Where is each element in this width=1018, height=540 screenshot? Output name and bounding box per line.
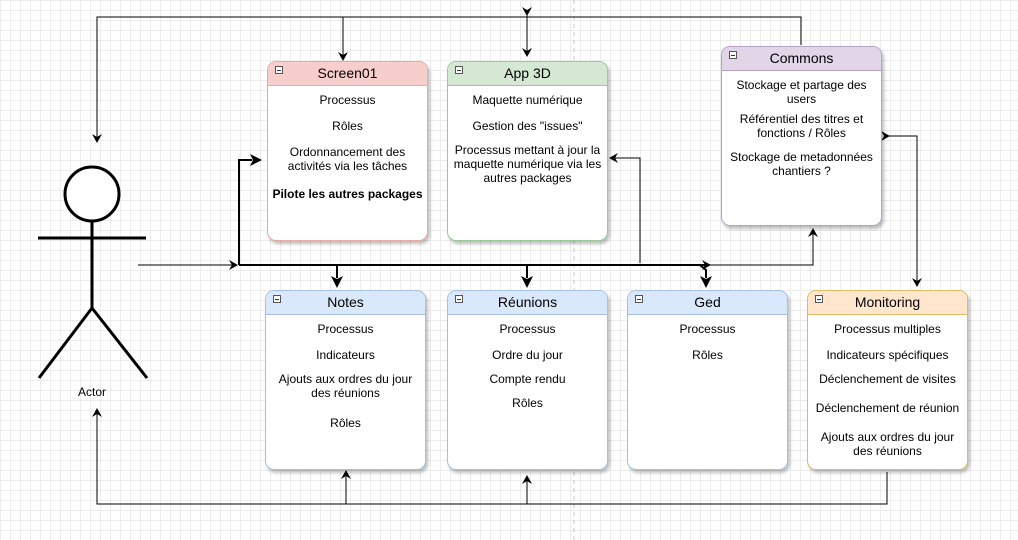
- package-item: Ordre du jour: [492, 348, 563, 362]
- package-header: Commons: [722, 47, 881, 71]
- collapse-icon[interactable]: [729, 51, 737, 59]
- connector-bottom-return: [92, 408, 888, 505]
- package-item: Stockage de metadonnées chantiers ?: [730, 150, 873, 178]
- package-title: Ged: [694, 294, 721, 310]
- collapse-icon[interactable]: [815, 295, 823, 303]
- package-item: Maquette numérique: [472, 93, 583, 107]
- package-header: Ged: [628, 291, 787, 315]
- package-title: Commons: [769, 50, 834, 66]
- actor-head: [63, 165, 121, 223]
- package-title: Screen01: [317, 65, 378, 81]
- package-item: Indicateurs: [316, 348, 375, 362]
- package-reunions[interactable]: Réunions Processus Ordre du jour Compte …: [447, 290, 608, 470]
- package-item: Ajouts aux ordres du jour des réunions: [820, 430, 955, 458]
- package-header: Réunions: [448, 291, 607, 315]
- package-ged[interactable]: Ged Processus Rôles: [627, 290, 788, 470]
- package-item: Stockage et partage des users: [736, 78, 867, 106]
- package-item: Processus: [499, 322, 556, 336]
- package-item: Ordonnancement des activités via les tâc…: [287, 145, 408, 173]
- package-header: Notes: [266, 291, 425, 315]
- connector-bus-ged: [699, 264, 707, 278]
- actor-figure[interactable]: [37, 165, 149, 379]
- package-screen01[interactable]: Screen01 Processus Rôles Ordonnancement …: [267, 61, 428, 241]
- package-app3d[interactable]: App 3D Maquette numérique Gestion des "i…: [447, 61, 608, 241]
- package-item: Rôles: [330, 416, 361, 430]
- package-title: Réunions: [497, 294, 558, 310]
- package-item: Ajouts aux ordres du jour des réunions: [278, 372, 413, 400]
- package-header: Monitoring: [808, 291, 967, 315]
- package-title: App 3D: [504, 65, 551, 81]
- collapse-icon[interactable]: [273, 295, 281, 303]
- package-item: Processus: [317, 322, 374, 336]
- package-title: Monitoring: [854, 294, 921, 310]
- actor-left-leg: [37, 307, 94, 379]
- collapse-icon[interactable]: [635, 295, 643, 303]
- collapse-icon[interactable]: [275, 66, 283, 74]
- package-item: Gestion des "issues": [472, 119, 583, 133]
- package-item: Référentiel des titres et fonctions / Rô…: [739, 112, 864, 140]
- package-item: Rôles: [512, 396, 543, 410]
- package-item: Compte rendu: [489, 372, 566, 386]
- collapse-icon[interactable]: [455, 66, 463, 74]
- package-title: Notes: [327, 294, 364, 310]
- package-item: Déclenchement de réunion: [815, 401, 960, 415]
- connector-commons-monitoring: [881, 131, 922, 287]
- package-item: Processus mettant à jour la maquette num…: [453, 143, 602, 185]
- package-header: Screen01: [268, 62, 427, 86]
- package-header: App 3D: [448, 62, 607, 86]
- connector-top-right: [343, 16, 802, 45]
- package-item: Processus: [319, 93, 376, 107]
- package-item: Processus multiples: [834, 322, 941, 336]
- package-monitoring[interactable]: Monitoring Processus multiples Indicateu…: [807, 290, 968, 470]
- connector-bus-app3d: [609, 153, 641, 263]
- package-item: Déclenchement de visites: [819, 372, 956, 386]
- connector-bus-commons: [702, 228, 818, 270]
- package-commons[interactable]: Commons Stockage et partage des users Ré…: [721, 46, 882, 226]
- package-item: Processus: [679, 322, 736, 336]
- package-item: Indicateurs spécifiques: [826, 348, 949, 362]
- actor-label: Actor: [77, 385, 106, 399]
- connector-bus-screen01: [238, 159, 252, 265]
- collapse-icon[interactable]: [455, 295, 463, 303]
- actor-right-leg: [90, 307, 149, 379]
- connector-top-left: [92, 16, 343, 143]
- package-item: Rôles: [332, 119, 363, 133]
- package-item: Rôles: [692, 348, 723, 362]
- package-item: Pilote les autres packages: [272, 187, 423, 201]
- package-notes[interactable]: Notes Processus Indicateurs Ajouts aux o…: [265, 290, 426, 470]
